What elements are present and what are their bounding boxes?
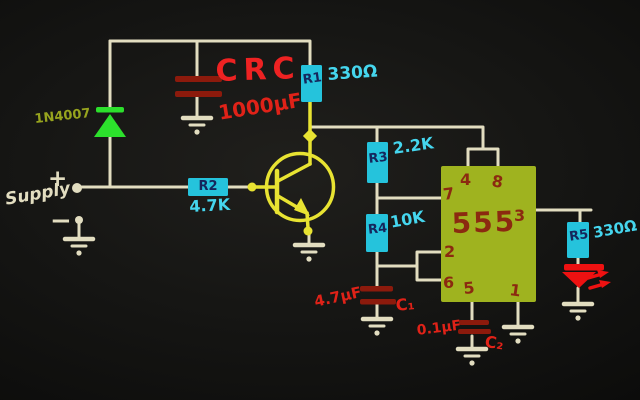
supply-plus-terminal [72, 183, 82, 193]
r1-value: 330Ω [326, 61, 379, 85]
ic-name: 555 [451, 205, 517, 240]
collector-diagonal [276, 162, 312, 183]
ic-555-body [441, 166, 536, 302]
ic-pin-5: 5 [462, 278, 475, 298]
c2-plate [458, 329, 491, 334]
r1-ref: R1 [301, 70, 323, 88]
diode-1n4007-symbol [94, 107, 126, 137]
ground-symbol [458, 349, 486, 366]
main-cap-plate [175, 76, 222, 82]
emitter-junction-dot [303, 226, 313, 236]
led-symbol [562, 264, 611, 290]
base-junction-dot [247, 182, 257, 192]
ic-pin-1: 1 [508, 280, 522, 300]
ground-symbol [363, 319, 391, 336]
ic-pin-2: 2 [444, 242, 455, 261]
r5-ref: R5 [568, 227, 590, 245]
r1-box [301, 65, 322, 102]
top-rail-wire [108, 39, 312, 68]
r2-ref: R2 [198, 179, 218, 194]
r2-box [188, 178, 228, 196]
c2-plate [459, 320, 489, 325]
watermark-text: CRC [214, 51, 302, 89]
ic-pin-4: 4 [460, 170, 471, 189]
led-arrow [599, 280, 611, 288]
r3-box [367, 142, 388, 183]
ground-symbol [183, 118, 211, 135]
c2-ref: C₂ [483, 332, 505, 354]
r4-ref: R4 [367, 220, 388, 238]
resistor-boxes [188, 65, 589, 258]
pin3-wire [534, 208, 593, 225]
ground-symbol [504, 327, 532, 344]
ic-pin-6: 6 [443, 273, 454, 292]
main-cap-plate [175, 91, 222, 97]
collector-junction-dot [302, 128, 318, 144]
supply-minus-terminal [75, 216, 83, 224]
ic-pin-3: 3 [514, 206, 525, 225]
r4-box [366, 214, 388, 252]
transistor-symbol [247, 100, 336, 236]
r3-ref: R3 [367, 149, 389, 167]
emitter-arrowhead [294, 198, 310, 216]
ground-symbol [295, 245, 323, 262]
ic-555-labels: 7 4 8 3 2 6 5 1 555 [442, 170, 525, 301]
ground-symbol [65, 239, 93, 256]
led-arrow [597, 270, 609, 278]
c1-plate [360, 286, 393, 292]
r2-value: 4.7K [188, 194, 231, 216]
emitter-wire [305, 211, 310, 230]
r3-branch-wire [375, 125, 444, 216]
ic-pin-8: 8 [490, 171, 504, 192]
mid-rail-wire [309, 125, 500, 169]
ic-pin-7: 7 [442, 184, 456, 204]
c1-ref: C₁ [394, 294, 416, 315]
c1-plate [360, 299, 396, 305]
r5-box [567, 222, 589, 258]
supply-minus-sign: − [50, 206, 72, 236]
pin2-pin6-bracket-wire [375, 250, 444, 282]
capacitor-plates [175, 76, 491, 334]
ground-symbol [564, 304, 592, 321]
supply-plus-sign: + [48, 166, 68, 192]
